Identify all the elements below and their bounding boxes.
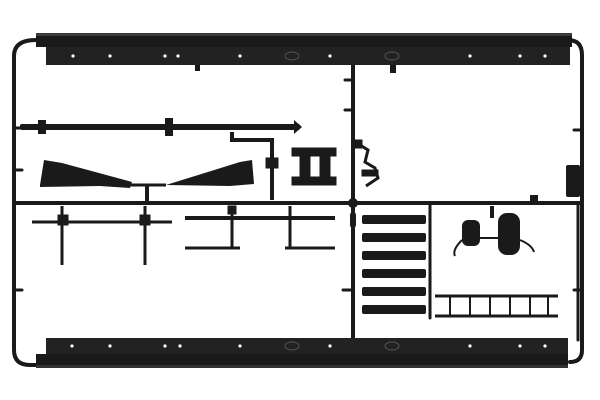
mudguard-parts (40, 160, 254, 202)
step-bar-parts (185, 205, 335, 250)
sprue-frame (12, 38, 584, 367)
stacked-bars (362, 215, 426, 314)
driveshaft-part (20, 118, 302, 136)
mirror-parts (453, 206, 535, 257)
sprue-hub (348, 198, 358, 208)
bracket-parts (230, 132, 380, 200)
bottom-frame-rail (36, 338, 568, 368)
small-parts-right (530, 165, 580, 203)
ladder-part (435, 294, 558, 318)
crossmember-part (32, 206, 172, 265)
top-frame-rail (36, 33, 572, 73)
